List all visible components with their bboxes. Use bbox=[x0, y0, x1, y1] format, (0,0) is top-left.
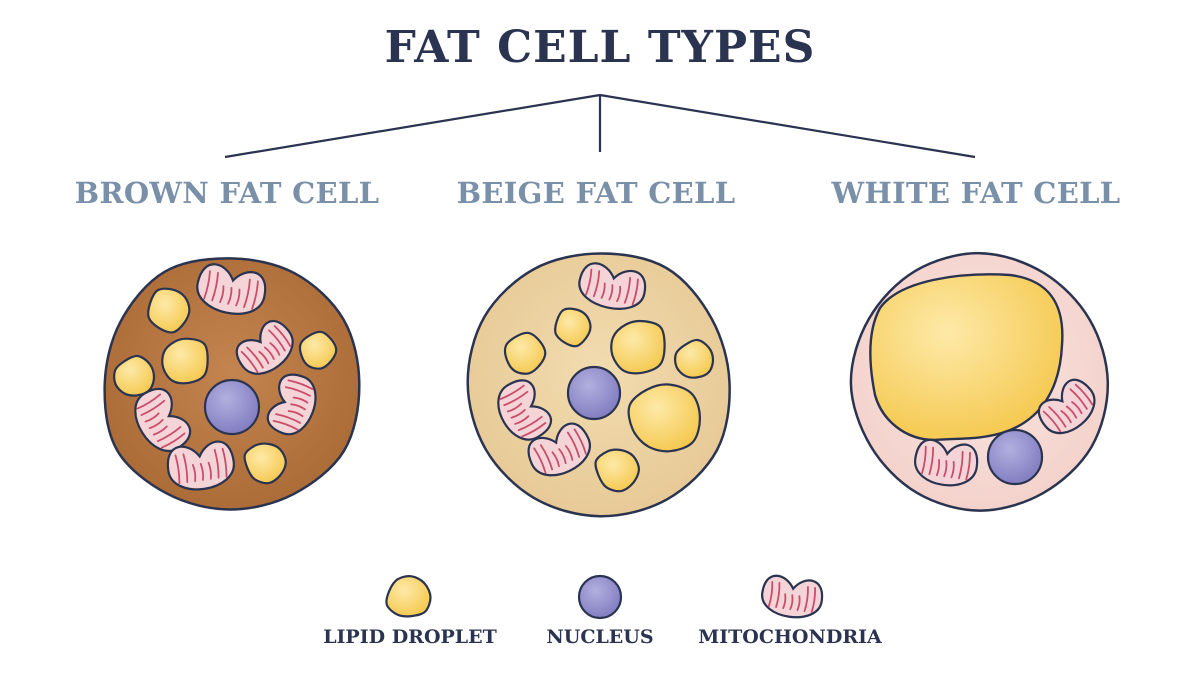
mitochondria-icon bbox=[761, 574, 824, 619]
white-fat-cell bbox=[849, 251, 1110, 512]
mitochondrion bbox=[134, 387, 192, 452]
lipid-droplet bbox=[503, 331, 547, 375]
lipid-droplet bbox=[385, 575, 432, 618]
title-connector bbox=[224, 93, 976, 159]
legend bbox=[385, 574, 824, 620]
connector-right bbox=[599, 93, 976, 159]
mitochondrion bbox=[266, 373, 317, 436]
mitochondrion bbox=[914, 438, 979, 487]
lipid-droplet bbox=[610, 319, 666, 375]
lipid-droplet bbox=[161, 337, 209, 385]
beige-fat-cell bbox=[466, 252, 731, 518]
mitochondrion bbox=[497, 379, 552, 441]
lipid-droplet bbox=[554, 307, 592, 348]
legend-label-nucleus: NUCLEUS bbox=[546, 626, 654, 648]
mitochondrion bbox=[761, 574, 824, 619]
mitochondrion bbox=[166, 440, 235, 491]
large-lipid-droplet bbox=[869, 273, 1064, 442]
lipid-droplet bbox=[147, 287, 191, 334]
nucleus-icon bbox=[577, 574, 623, 620]
legend-label-lipid-droplet: LIPID DROPLET bbox=[323, 626, 497, 648]
page-title: FAT CELL TYPES bbox=[384, 22, 816, 73]
lipid-droplet bbox=[298, 330, 338, 370]
white-fat-cell-label: WHITE FAT CELL bbox=[831, 176, 1121, 210]
lipid-droplet bbox=[674, 338, 715, 379]
lipid-droplet bbox=[243, 442, 287, 485]
nucleus bbox=[566, 365, 622, 421]
lipid-droplet bbox=[627, 383, 702, 453]
nucleus bbox=[577, 574, 623, 620]
brown-fat-cell-label: BROWN FAT CELL bbox=[74, 176, 380, 210]
mitochondrion bbox=[527, 422, 591, 477]
lipid-droplet-icon bbox=[385, 575, 432, 618]
beige-fat-cell-label: BEIGE FAT CELL bbox=[456, 176, 736, 210]
nucleus bbox=[986, 428, 1044, 486]
lipid-droplet bbox=[594, 448, 641, 493]
mitochondrion bbox=[578, 262, 647, 310]
legend-label-mitochondria: MITOCHONDRIA bbox=[698, 626, 882, 648]
mitochondrion bbox=[235, 319, 294, 375]
brown-fat-cell bbox=[103, 257, 361, 511]
mitochondrion bbox=[1037, 378, 1096, 435]
nucleus bbox=[203, 378, 261, 436]
mitochondrion bbox=[196, 263, 267, 315]
connector-left bbox=[224, 93, 601, 159]
